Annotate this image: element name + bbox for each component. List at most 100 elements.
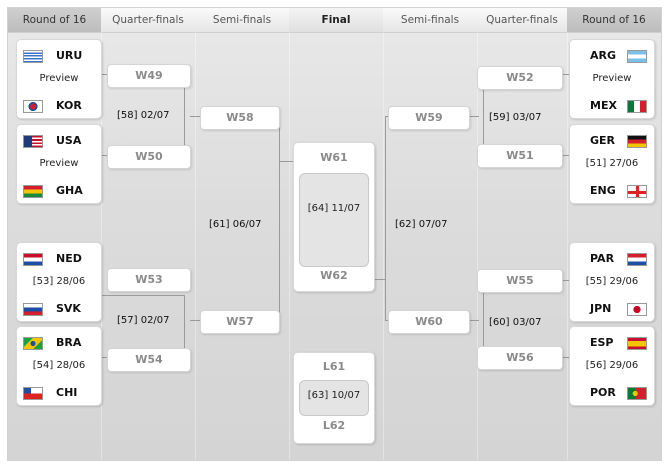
match-date: [61] 06/07 [209, 219, 262, 230]
match-card[interactable]: USA Preview GHA [16, 124, 102, 204]
team-name: SVK [56, 302, 81, 315]
team-name: CHI [56, 386, 78, 399]
netherlands-flag-icon [23, 253, 43, 266]
team-row: ARG [570, 47, 650, 65]
qf-slot-w53[interactable]: W53 [107, 268, 191, 292]
third-place-panel [299, 380, 369, 416]
germany-flag-icon [627, 135, 647, 148]
team-name: ENG [590, 184, 616, 197]
argentina-flag-icon [627, 50, 647, 63]
team-row: GER [570, 132, 650, 150]
team-name: POR [590, 386, 616, 399]
qf-slot-w50[interactable]: W50 [107, 145, 191, 169]
team-row: ESP [570, 334, 650, 352]
mexico-flag-icon [627, 100, 647, 113]
final-slot-w61: W61 [320, 151, 348, 164]
team-name: ARG [590, 49, 617, 62]
match-card[interactable]: PAR [55] 29/06 JPN [569, 242, 655, 322]
match-date: [63] 10/07 [307, 390, 361, 401]
match-info[interactable]: [56] 29/06 [585, 360, 639, 371]
team-name: PAR [590, 252, 615, 265]
match-date: [57] 02/07 [117, 315, 170, 326]
sf-slot-w57[interactable]: W57 [200, 310, 280, 334]
third-place-match-card[interactable]: L61 [63] 10/07 L62 [293, 352, 375, 444]
team-name: USA [56, 134, 82, 147]
header-qf-left: Quarter-finals [101, 8, 195, 33]
match-card[interactable]: NED [53] 28/06 SVK [16, 242, 102, 322]
team-row: JPN [570, 300, 650, 318]
qf-slot-w56[interactable]: W56 [477, 346, 563, 370]
qf-slot-w54[interactable]: W54 [107, 348, 191, 372]
team-name: NED [56, 252, 82, 265]
connector-final-left-top [280, 161, 294, 162]
match-card[interactable]: GER [51] 27/06 ENG [569, 124, 655, 204]
portugal-flag-icon [627, 387, 647, 400]
england-flag-icon [627, 185, 647, 198]
uruguay-flag-icon [23, 50, 43, 63]
match-date: [60] 03/07 [489, 317, 542, 328]
third-place-slot-l62: L62 [322, 419, 346, 432]
match-card[interactable]: BRA [54] 28/06 CHI [16, 326, 102, 406]
qf-slot-w55[interactable]: W55 [477, 269, 563, 293]
header-r16-left: Round of 16 [8, 8, 101, 33]
sf-slot-w59[interactable]: W59 [388, 106, 470, 130]
slovakia-flag-icon [23, 303, 43, 316]
team-row: NED [23, 250, 98, 268]
team-row: PAR [570, 250, 650, 268]
third-place-slot-l61: L61 [322, 360, 346, 373]
match-date: [59] 03/07 [489, 112, 542, 123]
spain-flag-icon [627, 337, 647, 350]
qf-slot-w51[interactable]: W51 [477, 144, 563, 168]
column-separator [289, 32, 290, 460]
column-separator [383, 32, 384, 460]
final-match-card[interactable]: W61 [64] 11/07 W62 [293, 142, 375, 292]
team-row: USA [23, 132, 98, 150]
header-qf-right: Quarter-finals [477, 8, 567, 33]
match-card[interactable]: ESP [56] 29/06 POR [569, 326, 655, 406]
team-row: GHA [23, 182, 98, 200]
team-name: GHA [56, 184, 83, 197]
match-info[interactable]: [53] 28/06 [32, 276, 86, 287]
match-info[interactable]: [54] 28/06 [32, 360, 86, 371]
team-name: GER [590, 134, 616, 147]
match-info[interactable]: Preview [39, 73, 79, 84]
paraguay-flag-icon [627, 253, 647, 266]
match-info[interactable]: Preview [39, 158, 79, 169]
column-separator [567, 32, 568, 460]
qf-slot-w49[interactable]: W49 [107, 64, 191, 88]
sf-slot-w60[interactable]: W60 [388, 310, 470, 334]
match-date: [58] 02/07 [117, 110, 170, 121]
chile-flag-icon [23, 387, 43, 400]
match-info[interactable]: [51] 27/06 [585, 158, 639, 169]
team-row: MEX [570, 97, 650, 115]
final-slot-w62: W62 [320, 269, 348, 282]
bracket-frame: Round of 16 Quarter-finals Semi-finals F… [7, 7, 662, 461]
team-row: SVK [23, 300, 98, 318]
team-name: JPN [590, 302, 612, 315]
sf-slot-w58[interactable]: W58 [200, 106, 280, 130]
column-separator [195, 32, 196, 460]
connector-final-right [374, 279, 386, 280]
team-row: BRA [23, 334, 98, 352]
match-info[interactable]: Preview [592, 73, 632, 84]
match-info[interactable]: [55] 29/06 [585, 276, 639, 287]
match-card[interactable]: ARG Preview MEX [569, 39, 655, 119]
team-name: ESP [590, 336, 614, 349]
team-row: POR [570, 384, 650, 402]
match-date: [62] 07/07 [395, 219, 448, 230]
header-final: Final [289, 8, 383, 33]
team-name: KOR [56, 99, 82, 112]
usa-flag-icon [23, 135, 43, 148]
team-row: ENG [570, 182, 650, 200]
brazil-flag-icon [23, 337, 43, 350]
header-sf-left: Semi-finals [195, 8, 289, 33]
column-separator [477, 32, 478, 460]
team-row: URU [23, 47, 98, 65]
ghana-flag-icon [23, 185, 43, 198]
team-name: MEX [590, 99, 617, 112]
header-r16-right: Round of 16 [567, 8, 661, 33]
qf-slot-w52[interactable]: W52 [477, 66, 563, 90]
south-korea-flag-icon [23, 100, 43, 113]
team-row: CHI [23, 384, 98, 402]
match-card[interactable]: URU Preview KOR [16, 39, 102, 119]
